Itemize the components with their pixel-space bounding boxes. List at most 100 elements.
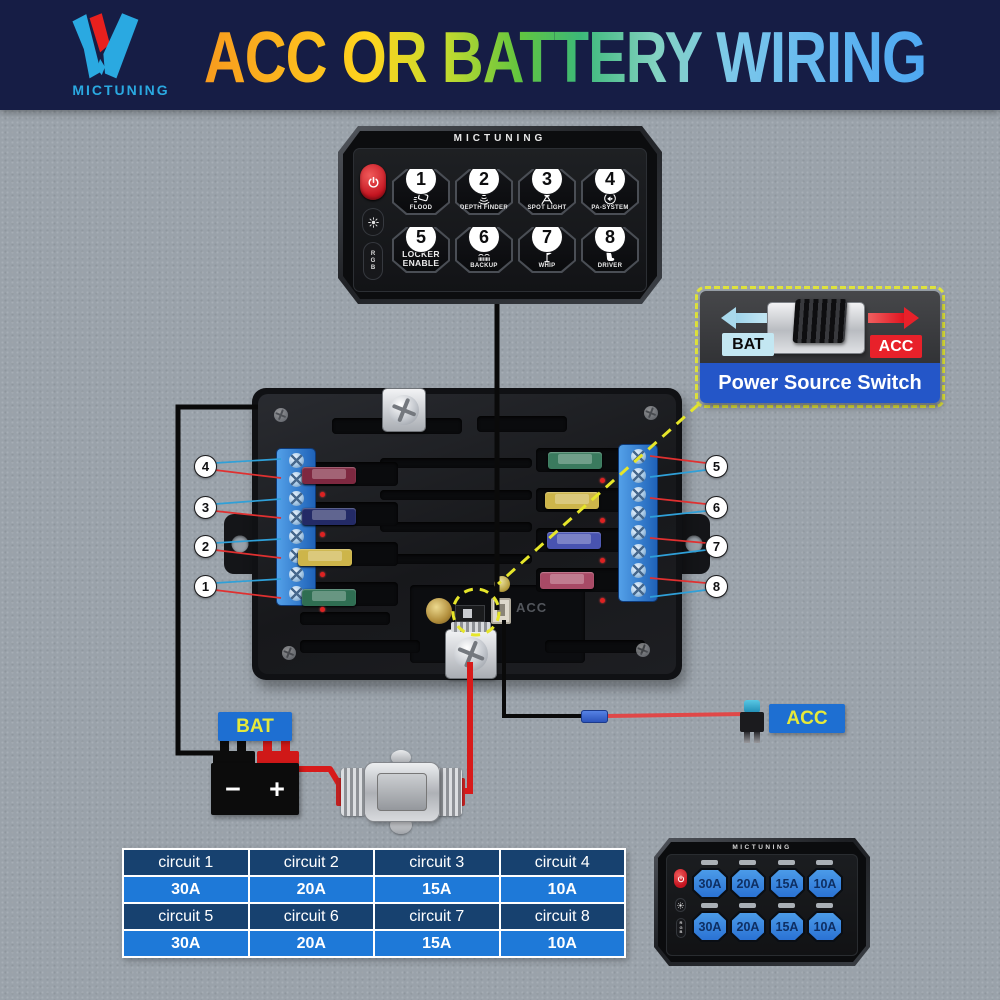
table-cell: 30A (124, 877, 248, 902)
fuse-tap-cap (744, 700, 760, 713)
terminal-screw (288, 453, 304, 468)
panel-button-backup: 6 BACKUP (455, 227, 513, 273)
slide-switch (768, 299, 864, 353)
table-cell: 10A (500, 877, 624, 902)
button-number: 2 (468, 169, 500, 195)
bat-position-label: BAT (722, 333, 774, 356)
switch-panel: MICTUNING RGB 1 FLOOD 2 DEPTH FINDER 3 S (338, 126, 662, 304)
mini-power-button (674, 869, 687, 888)
amp-button-10a: 10A (807, 868, 843, 899)
power-source-switch-callout: BAT ACC Power Source Switch (695, 286, 945, 408)
button-label: DEPTH FINDER (460, 205, 508, 211)
terminal-screw (630, 582, 646, 597)
amp-rating-panel: MICTUNING RGB 30A 20A 15A 10A 30A 20A 15… (654, 838, 870, 966)
table-cell: 20A (249, 877, 373, 902)
terminal-screw (630, 544, 646, 559)
fuse-yellow (545, 492, 599, 509)
amp-button-20a: 20A (730, 868, 766, 899)
circuit-callout-6: 6 (705, 496, 728, 519)
amp-button-label: 10A (809, 913, 841, 940)
amp-button-15a: 15A (769, 868, 805, 899)
fuse-yellow (298, 549, 352, 566)
amp-button-10a: 10A (807, 911, 843, 942)
terminal-screw (288, 472, 304, 487)
table-cell: circuit 4 (500, 850, 624, 875)
rgb-button: RGB (363, 242, 383, 280)
battery-clamp-positive (281, 740, 290, 753)
mini-brightness-button (675, 898, 686, 912)
button-label: LOCKER ENABLE (402, 249, 440, 268)
case-screw-icon (636, 643, 650, 657)
button-label: SPOT LIGHT (527, 205, 567, 211)
rgb-button-label: RGB (679, 920, 683, 935)
terminal-screw (288, 510, 304, 525)
circuit-callout-5: 5 (705, 455, 728, 478)
panel-button-spot-light: 3 SPOT LIGHT (518, 169, 576, 215)
amp-button-label: 10A (809, 870, 841, 897)
brightness-button (362, 208, 384, 236)
table-cell: circuit 5 (124, 904, 248, 929)
circuit-callout-3: 3 (194, 496, 217, 519)
terminal-screw (288, 491, 304, 506)
amp-button-20a: 20A (730, 911, 766, 942)
button-number: 8 (594, 227, 626, 253)
panel-button-flood: 1 FLOOD (392, 169, 450, 215)
amp-button-30a: 30A (692, 911, 728, 942)
table-cell: 30A (124, 931, 248, 956)
terminal-screw (630, 563, 646, 578)
add-a-circuit-fuse-tap (740, 712, 764, 732)
acc-position-label: ACC (870, 335, 922, 358)
case-screw-icon (282, 646, 296, 660)
battery-clamp-positive (263, 740, 272, 753)
mount-hole (231, 535, 249, 553)
battery-positive-wire-left (294, 766, 345, 791)
battery-positive-wire-right (462, 662, 473, 794)
circuit-callout-7: 7 (705, 535, 728, 558)
table-cell: circuit 6 (249, 904, 373, 929)
acc-black-wire (502, 620, 583, 718)
slide-switch-knob (792, 299, 848, 343)
button-label: WHIP (538, 263, 556, 269)
battery-clamp-positive-base (257, 751, 299, 765)
button-number: 1 (405, 169, 437, 195)
panel-button-depth-finder: 2 DEPTH FINDER (455, 169, 513, 215)
circuit-callout-1: 1 (194, 575, 217, 598)
table-cell: 10A (500, 931, 624, 956)
terminal-screw (630, 468, 646, 483)
panel-button-driver: 8 DRIVER (581, 227, 639, 273)
backup-lights-icon (478, 253, 490, 261)
fuse-pink (540, 572, 594, 589)
table-cell: circuit 1 (124, 850, 248, 875)
power-button (360, 164, 386, 200)
amp-button-15a: 15A (769, 911, 805, 942)
case-screw-icon (644, 406, 658, 420)
table-cell: 15A (375, 931, 499, 956)
header-banner: MICTUNING ACC OR BATTERY WIRING (0, 0, 1000, 110)
circuit-callout-2: 2 (194, 535, 217, 558)
fuse-holder-ring (336, 778, 343, 806)
battery-plus-mark: + (269, 773, 285, 804)
page-title: ACC OR BATTERY WIRING (185, 3, 945, 111)
mini-rgb-button: RGB (676, 918, 686, 938)
button-label: DRIVER (597, 263, 623, 269)
callout-dashed-circle (451, 587, 501, 637)
rgb-button-label: RGB (370, 250, 376, 271)
acc-direction-arrow-icon (868, 307, 919, 329)
table-cell: 20A (249, 931, 373, 956)
table-cell: circuit 8 (500, 904, 624, 929)
inline-fuse-holder (365, 763, 439, 821)
button-label: BACKUP (470, 263, 498, 269)
mini-panel-brand: MICTUNING (732, 844, 792, 851)
mount-hole (685, 535, 703, 553)
panel-button-locker-enable: 5 LOCKER ENABLE (392, 227, 450, 273)
fuse-control-box: ACC (252, 388, 682, 680)
battery-clamp-negative (237, 740, 246, 753)
amp-button-label: 20A (732, 913, 764, 940)
terminal-screw (630, 487, 646, 502)
fuse-navy-blue (302, 508, 356, 525)
circuit-callout-4: 4 (194, 455, 217, 478)
panel-button-whip: 7 WHIP (518, 227, 576, 273)
case-screw-icon (274, 408, 288, 422)
crimp-lug (451, 622, 491, 632)
